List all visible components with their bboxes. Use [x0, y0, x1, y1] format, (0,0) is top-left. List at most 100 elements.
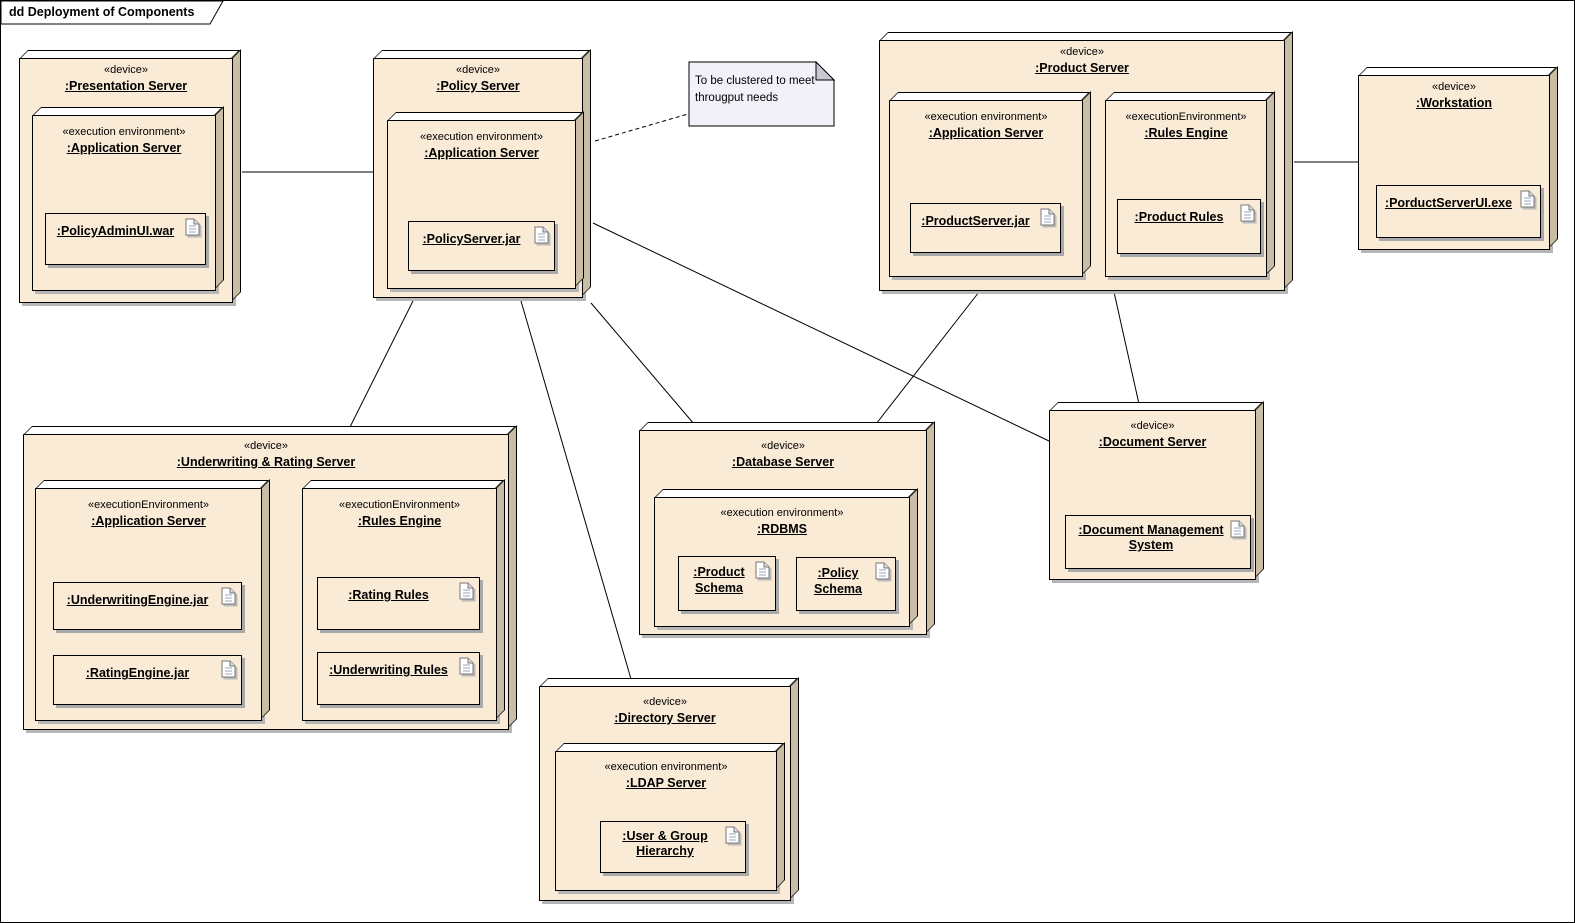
node-directory-server[interactable]: «device» :Directory Server «execution en…	[539, 677, 799, 901]
artifact-document-management-system[interactable]: :Document Management System	[1065, 515, 1251, 569]
node-header: «device» :Database Server	[640, 439, 926, 471]
frame-tab-shape	[1, 1, 224, 25]
node-ldap-server[interactable]: «execution environment» :LDAP Server :Us…	[555, 742, 785, 891]
node-top-face	[654, 489, 917, 498]
node-underwriting-rating-server[interactable]: «device» :Underwriting & Rating Server «…	[23, 425, 517, 730]
document-icon	[1040, 208, 1055, 226]
node-uwr-rules-engine[interactable]: «executionEnvironment» :Rules Engine :Ra…	[302, 479, 505, 721]
node-top-face	[373, 50, 590, 59]
connection-product-server--database-server[interactable]	[875, 291, 980, 425]
artifact-policyserver-jar[interactable]: :PolicyServer.jar	[408, 221, 555, 271]
node-top-face	[1358, 67, 1557, 76]
node-database-server[interactable]: «device» :Database Server «execution env…	[639, 421, 935, 635]
node-top-face	[639, 422, 934, 431]
node-right-face	[232, 49, 241, 301]
node-workstation[interactable]: «device» :Workstation :PorductServerUI.e…	[1358, 66, 1558, 250]
note-text: To be clustered to meet througput needs	[695, 75, 815, 104]
artifact-user-group-hierarchy[interactable]: :User & Group Hierarchy	[600, 821, 746, 873]
artifact-label: :ProductServer.jar	[921, 214, 1030, 228]
document-icon	[875, 562, 890, 580]
node-header: «executionEnvironment» :Application Serv…	[36, 498, 261, 530]
artifact-label: :PorductServerUI.exe	[1384, 196, 1513, 210]
stereotype-label: «device»	[1431, 81, 1477, 93]
artifact-label: :PolicyAdminUI.war	[56, 224, 175, 238]
artifact-rating-rules[interactable]: :Rating Rules	[317, 577, 480, 630]
stereotype-label: «device»	[760, 440, 806, 452]
document-icon	[1230, 520, 1245, 538]
node-top-face	[1105, 92, 1274, 101]
node-name: :Underwriting & Rating Server	[176, 454, 356, 469]
document-icon	[221, 587, 236, 605]
node-top-face	[19, 50, 240, 59]
connection-policy-server--note[interactable]	[594, 113, 689, 142]
artifact-porductserverui-exe[interactable]: :PorductServerUI.exe	[1376, 185, 1541, 238]
connection-product-server--document-server[interactable]	[1113, 291, 1140, 405]
artifact-underwritingengine-jar[interactable]: :UnderwritingEngine.jar	[53, 582, 242, 630]
node-right-face	[261, 479, 270, 719]
node-top-face	[539, 678, 798, 687]
node-name: :Application Server	[66, 140, 182, 155]
document-icon	[459, 657, 474, 675]
artifact-product-schema[interactable]: :Product Schema	[678, 556, 776, 611]
node-top-face	[555, 743, 784, 752]
note-shape[interactable]	[688, 61, 836, 128]
stereotype-label: «execution environment»	[924, 111, 1048, 123]
node-document-server[interactable]: «device» :Document Server :Document Mana…	[1049, 401, 1264, 580]
node-header: «execution environment» :Application Ser…	[388, 130, 575, 162]
document-icon	[755, 561, 770, 579]
connection-policy-server--document-server[interactable]	[592, 222, 1050, 442]
stereotype-label: «device»	[1059, 46, 1105, 58]
node-right-face	[909, 488, 918, 625]
node-presentation-app-server[interactable]: «execution environment» :Application Ser…	[32, 106, 224, 291]
artifact-label: :Underwriting Rules	[329, 663, 448, 677]
stereotype-label: «device»	[243, 440, 289, 452]
node-name: :Policy Server	[436, 78, 520, 93]
node-right-face	[1284, 31, 1293, 289]
stereotype-label: «execution environment»	[604, 761, 728, 773]
node-name: :RDBMS	[757, 521, 807, 536]
node-product-rules-engine[interactable]: «executionEnvironment» :Rules Engine :Pr…	[1105, 91, 1275, 277]
node-right-face	[926, 421, 935, 633]
artifact-productserver-jar[interactable]: :ProductServer.jar	[910, 203, 1061, 253]
document-icon	[221, 660, 236, 678]
stereotype-label: «device»	[1130, 420, 1175, 432]
node-policy-app-server[interactable]: «execution environment» :Application Ser…	[387, 111, 584, 289]
connection-policy-server--directory-server[interactable]	[520, 300, 632, 680]
artifact-label: :Policy Schema	[814, 566, 862, 596]
stereotype-label: «device»	[455, 64, 501, 76]
node-header: «execution environment» :Application Ser…	[890, 110, 1082, 142]
node-header: «execution environment» :RDBMS	[655, 506, 909, 538]
node-policy-server[interactable]: «device» :Policy Server «execution envir…	[373, 49, 591, 298]
node-uwr-app-server[interactable]: «executionEnvironment» :Application Serv…	[35, 479, 270, 721]
stereotype-label: «device»	[103, 64, 149, 76]
node-header: «execution environment» :Application Ser…	[33, 125, 215, 157]
node-top-face	[879, 32, 1292, 41]
artifact-policy-schema[interactable]: :Policy Schema	[796, 557, 896, 611]
stereotype-label: «execution environment»	[720, 507, 844, 519]
diagram-title: dd Deployment of Components	[9, 5, 195, 19]
artifact-policyadminui-war[interactable]: :PolicyAdminUI.war	[45, 213, 206, 265]
artifact-underwriting-rules[interactable]: :Underwriting Rules	[317, 652, 480, 705]
artifact-product-rules[interactable]: :Product Rules	[1117, 199, 1261, 254]
node-name: :Document Server	[1098, 434, 1207, 449]
node-right-face	[508, 425, 517, 728]
document-icon	[1520, 190, 1535, 208]
connection-policy-server--database-server[interactable]	[590, 302, 695, 425]
document-icon	[459, 582, 474, 600]
node-rdbms[interactable]: «execution environment» :RDBMS :Product …	[654, 488, 918, 627]
connection-policy-server--underwriting-rating-server[interactable]	[349, 300, 414, 428]
stereotype-label: «executionEnvironment»	[87, 499, 210, 511]
node-name: :Workstation	[1415, 95, 1493, 110]
node-product-app-server[interactable]: «execution environment» :Application Ser…	[889, 91, 1091, 277]
node-presentation-server[interactable]: «device» :Presentation Server «execution…	[19, 49, 241, 303]
node-header: «device» :Underwriting & Rating Server	[24, 439, 508, 471]
node-product-server[interactable]: «device» :Product Server «execution envi…	[879, 31, 1293, 291]
artifact-ratingengine-jar[interactable]: :RatingEngine.jar	[53, 655, 242, 705]
node-top-face	[387, 112, 583, 121]
node-right-face	[215, 106, 224, 289]
document-icon	[1240, 204, 1255, 222]
node-name: :Application Server	[928, 125, 1044, 140]
node-header: «device» :Presentation Server	[20, 63, 232, 95]
node-name: :LDAP Server	[625, 775, 707, 790]
